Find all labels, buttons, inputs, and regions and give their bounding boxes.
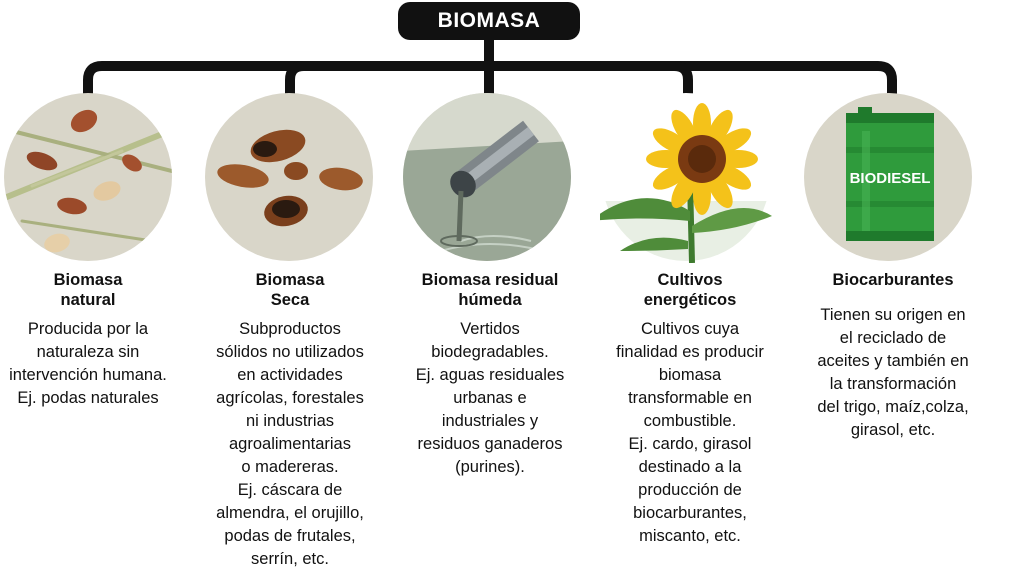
category-heading: Biocarburantes xyxy=(832,271,954,289)
category-heading: Biomasa natural xyxy=(53,271,123,309)
almond-shells-icon xyxy=(205,93,373,261)
category-description: Vertidos biodegradables. Ej. aguas resid… xyxy=(415,320,565,476)
connector-drop-4 xyxy=(673,61,693,96)
category-seca: Biomasa Seca Subproductos sólidos no uti… xyxy=(192,270,388,571)
diagram-title: BIOMASA xyxy=(437,9,541,32)
category-description: Cultivos cuya finalidad es producir biom… xyxy=(616,320,764,545)
category-residual-humeda: Biomasa residual húmeda Vertidos biodegr… xyxy=(392,270,588,479)
category-heading: Biomasa Seca xyxy=(255,271,325,309)
twigs-leaves-icon xyxy=(4,93,172,261)
wastewater-pipe-icon xyxy=(403,93,571,261)
category-biocarburantes: Biocarburantes Tienen su origen en el re… xyxy=(792,270,994,442)
category-description: Subproductos sólidos no utilizados en ac… xyxy=(216,320,364,568)
sunflower-icon xyxy=(600,93,772,263)
title-pill: BIOMASA xyxy=(398,2,580,40)
category-description: Producida por la naturaleza sin interven… xyxy=(9,320,167,407)
category-heading: Biomasa residual húmeda xyxy=(421,271,559,309)
category-natural: Biomasa natural Producida por la natural… xyxy=(0,270,176,410)
connector-drop-2 xyxy=(285,61,305,96)
category-heading: Cultivos energéticos xyxy=(643,271,737,309)
category-cultivos: Cultivos energéticos Cultivos cuya final… xyxy=(592,270,788,548)
barrel-label: BIODIESEL xyxy=(850,170,931,187)
category-description: Tienen su origen en el reciclado de acei… xyxy=(817,306,969,439)
biodiesel-barrel-icon: BIODIESEL xyxy=(804,93,972,261)
